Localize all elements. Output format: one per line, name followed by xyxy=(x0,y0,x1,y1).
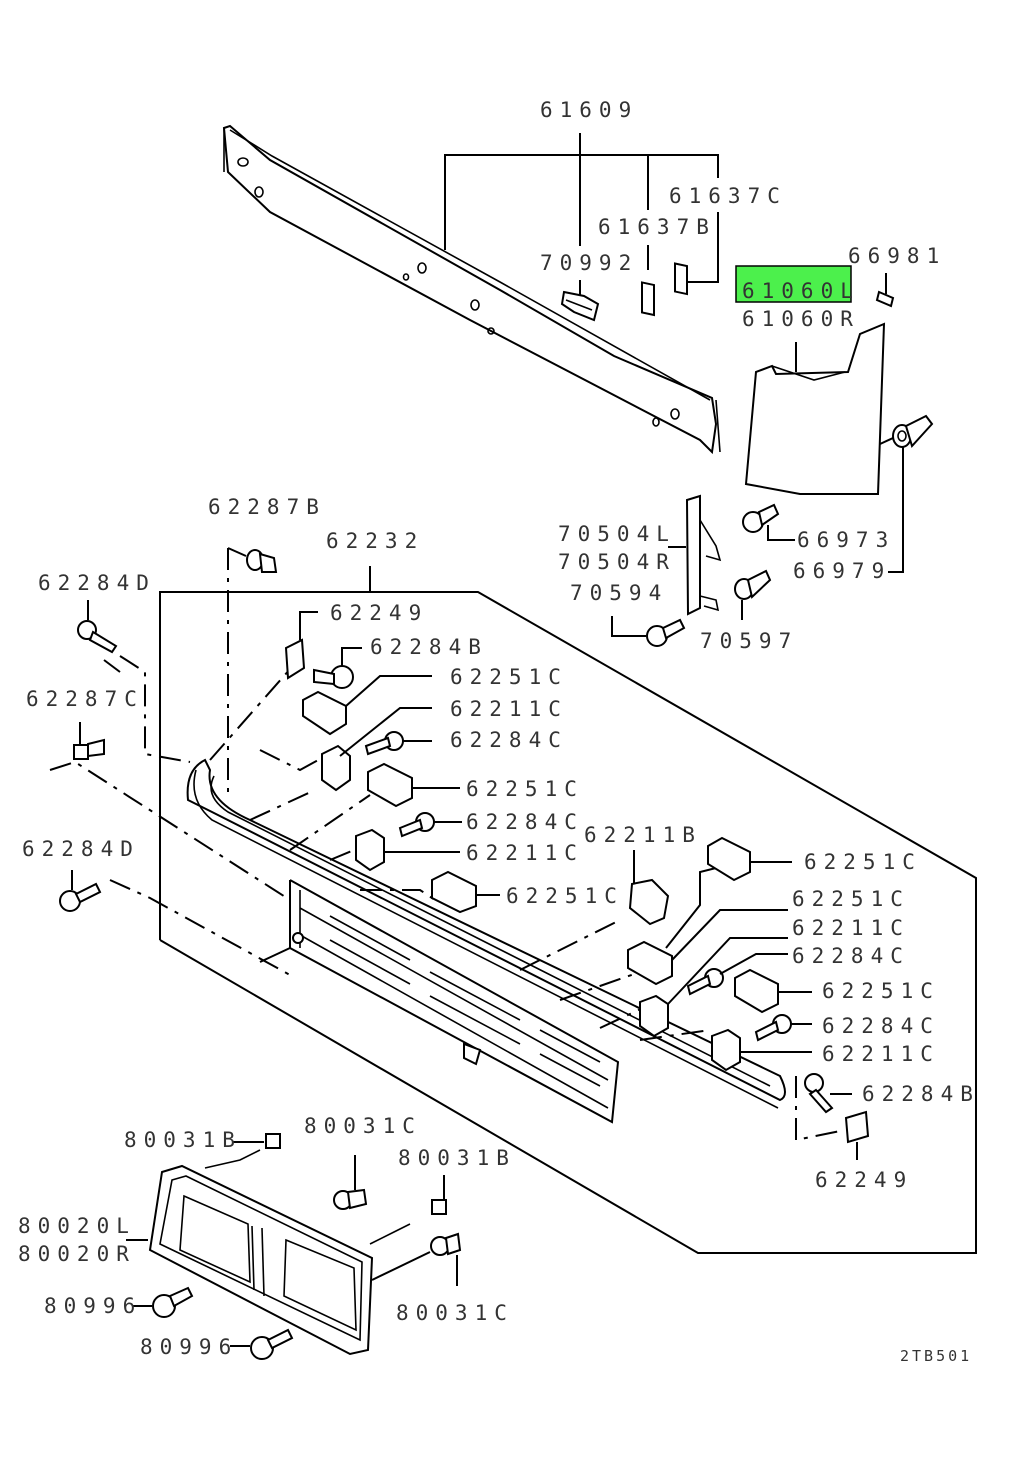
clip-62211C-2[interactable] xyxy=(355,828,385,872)
label-80031B-1[interactable]: 80031B xyxy=(124,1128,242,1152)
drawing-code: 2TB501 xyxy=(900,1347,972,1365)
screw-80996-1[interactable] xyxy=(132,1286,194,1318)
nut-62249-bot[interactable] xyxy=(844,1110,870,1160)
label-80031C-1[interactable]: 80031C xyxy=(304,1114,422,1138)
label-62251C-2[interactable]: 62251C xyxy=(466,777,584,801)
label-61609[interactable]: 61609 xyxy=(540,98,638,122)
clip-80031C-1[interactable] xyxy=(333,1155,368,1210)
label-61637B[interactable]: 61637B xyxy=(598,215,716,239)
corner-panel-61060[interactable] xyxy=(744,322,886,495)
label-62211B[interactable]: 62211B xyxy=(584,823,702,847)
label-70597[interactable]: 70597 xyxy=(700,629,798,653)
label-61637C[interactable]: 61637C xyxy=(669,184,787,208)
bolt-66979[interactable] xyxy=(879,414,934,573)
label-66979[interactable]: 66979 xyxy=(793,559,891,583)
label-70504R[interactable]: 70504R xyxy=(558,550,676,574)
label-62251C-3[interactable]: 62251C xyxy=(506,884,624,908)
label-66981[interactable]: 66981 xyxy=(848,244,946,268)
label-62251C-1[interactable]: 62251C xyxy=(450,665,568,689)
label-62284D-bot[interactable]: 62284D xyxy=(22,837,140,861)
label-70594[interactable]: 70594 xyxy=(570,581,668,605)
reinforcement-bar[interactable] xyxy=(222,124,721,455)
label-70504L[interactable]: 70504L xyxy=(558,522,676,546)
nut-80031B-2[interactable] xyxy=(431,1175,447,1215)
screw-62284D-bot[interactable] xyxy=(59,870,102,912)
clip-62251C-4[interactable] xyxy=(707,836,751,882)
bolt-70594[interactable] xyxy=(611,616,686,647)
attachment-lines xyxy=(49,547,846,1142)
label-62249-bot[interactable]: 62249 xyxy=(815,1168,913,1192)
label-62284C-2[interactable]: 62284C xyxy=(466,810,584,834)
screw-80996-2[interactable] xyxy=(230,1328,294,1360)
headlamp-case-80020[interactable] xyxy=(126,1149,411,1356)
screw-62284D-top[interactable] xyxy=(77,600,118,654)
bolt-66973[interactable] xyxy=(742,503,795,541)
nut-80031B-1[interactable] xyxy=(232,1133,281,1149)
clip-62287C[interactable] xyxy=(73,722,105,760)
clip-62251C-2[interactable] xyxy=(367,762,413,808)
label-62251C-4[interactable]: 62251C xyxy=(804,850,922,874)
screw-62284C-1[interactable] xyxy=(364,731,432,756)
label-70992[interactable]: 70992 xyxy=(540,251,638,275)
clip-62251C-5[interactable] xyxy=(627,940,673,986)
label-80020R[interactable]: 80020R xyxy=(18,1242,136,1266)
clip-62251C-3[interactable] xyxy=(431,870,477,914)
label-80996-2[interactable]: 80996 xyxy=(140,1335,238,1359)
label-62251C-6[interactable]: 62251C xyxy=(822,979,940,1003)
clip-62287B[interactable] xyxy=(246,549,278,573)
highlight-box xyxy=(735,265,852,303)
clip-62211C-1[interactable] xyxy=(321,744,351,792)
label-62284D-top[interactable]: 62284D xyxy=(38,571,156,595)
screw-62284C-3[interactable] xyxy=(686,968,724,996)
clip-62211B[interactable] xyxy=(628,878,670,926)
screw-62284B-bot[interactable] xyxy=(804,1073,834,1114)
seal-61637C[interactable] xyxy=(674,262,688,296)
bolt-70597[interactable] xyxy=(734,569,772,620)
label-80020L[interactable]: 80020L xyxy=(18,1214,136,1238)
label-62287B[interactable]: 62287B xyxy=(208,495,326,519)
label-80031B-2[interactable]: 80031B xyxy=(398,1146,516,1170)
part-labels: 61609 61637C 61637B 70992 66981 61060L 6… xyxy=(18,98,980,1365)
label-62232[interactable]: 62232 xyxy=(326,529,424,553)
clip-62251C-1[interactable] xyxy=(302,690,347,736)
pad-66981[interactable] xyxy=(875,290,895,308)
label-62251C-5[interactable]: 62251C xyxy=(792,887,910,911)
label-62284C-1[interactable]: 62284C xyxy=(450,728,568,752)
label-62284C-4[interactable]: 62284C xyxy=(822,1014,940,1038)
label-62211C-4[interactable]: 62211C xyxy=(822,1042,940,1066)
screw-62284C-4[interactable] xyxy=(754,1014,792,1042)
label-62211C-1[interactable]: 62211C xyxy=(450,697,568,721)
label-66973[interactable]: 66973 xyxy=(797,528,895,552)
label-62284C-3[interactable]: 62284C xyxy=(792,944,910,968)
label-80996-1[interactable]: 80996 xyxy=(44,1294,142,1318)
label-62287C[interactable]: 62287C xyxy=(26,687,144,711)
seal-61637B[interactable] xyxy=(641,281,655,317)
nut-62249-top[interactable] xyxy=(284,611,318,680)
screw-62284C-2[interactable] xyxy=(398,812,462,838)
grille-62232[interactable] xyxy=(186,758,786,1124)
bracket-70504[interactable] xyxy=(668,494,722,616)
label-62211C-2[interactable]: 62211C xyxy=(466,841,584,865)
label-80031C-2[interactable]: 80031C xyxy=(396,1301,514,1325)
clip-70992[interactable] xyxy=(560,290,600,322)
clip-62251C-6[interactable] xyxy=(734,968,779,1014)
grille-assembly-frame xyxy=(159,566,977,1254)
label-62211C-3[interactable]: 62211C xyxy=(792,916,910,940)
screw-62284B-top[interactable] xyxy=(313,647,362,689)
clip-80031C-2[interactable] xyxy=(371,1232,462,1286)
label-leaders xyxy=(103,659,852,1095)
clip-62211C-3[interactable] xyxy=(639,994,669,1038)
leader-61609 xyxy=(444,133,719,296)
label-61060R[interactable]: 61060R xyxy=(742,307,860,331)
clip-62211C-4[interactable] xyxy=(711,1028,741,1072)
label-62284B-top[interactable]: 62284B xyxy=(370,635,488,659)
label-62249-top[interactable]: 62249 xyxy=(330,601,428,625)
label-62284B-bot[interactable]: 62284B xyxy=(862,1082,980,1106)
label-61060L[interactable]: 61060L xyxy=(742,279,860,303)
